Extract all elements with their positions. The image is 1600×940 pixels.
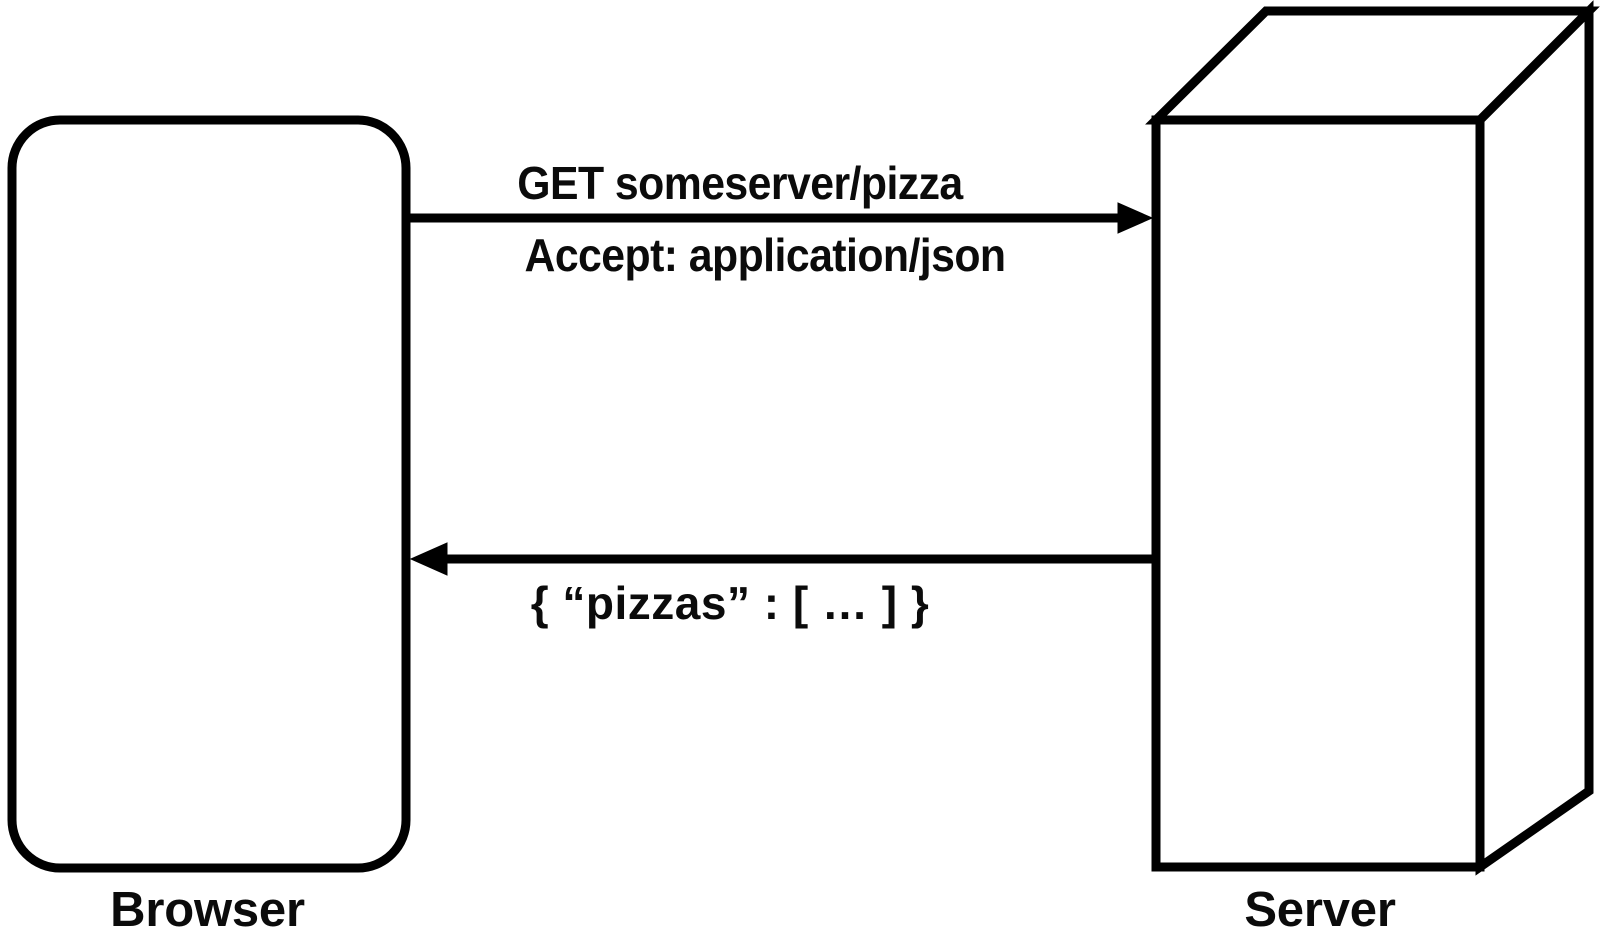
request-method-line: GET someserver/pizza bbox=[517, 157, 963, 209]
server-label: Server bbox=[1244, 883, 1396, 937]
browser-box-icon bbox=[7, 115, 411, 873]
server-box-side-face bbox=[1475, 0, 1594, 876]
browser-label: Browser bbox=[110, 883, 305, 937]
request-accept-header-line: Accept: application/json bbox=[524, 229, 1006, 281]
response-arrow bbox=[409, 542, 1152, 576]
server-box-icon bbox=[1151, 115, 1485, 872]
request-arrow bbox=[409, 202, 1154, 234]
response-payload-label: { “pizzas” : [ … ] } bbox=[530, 577, 930, 629]
